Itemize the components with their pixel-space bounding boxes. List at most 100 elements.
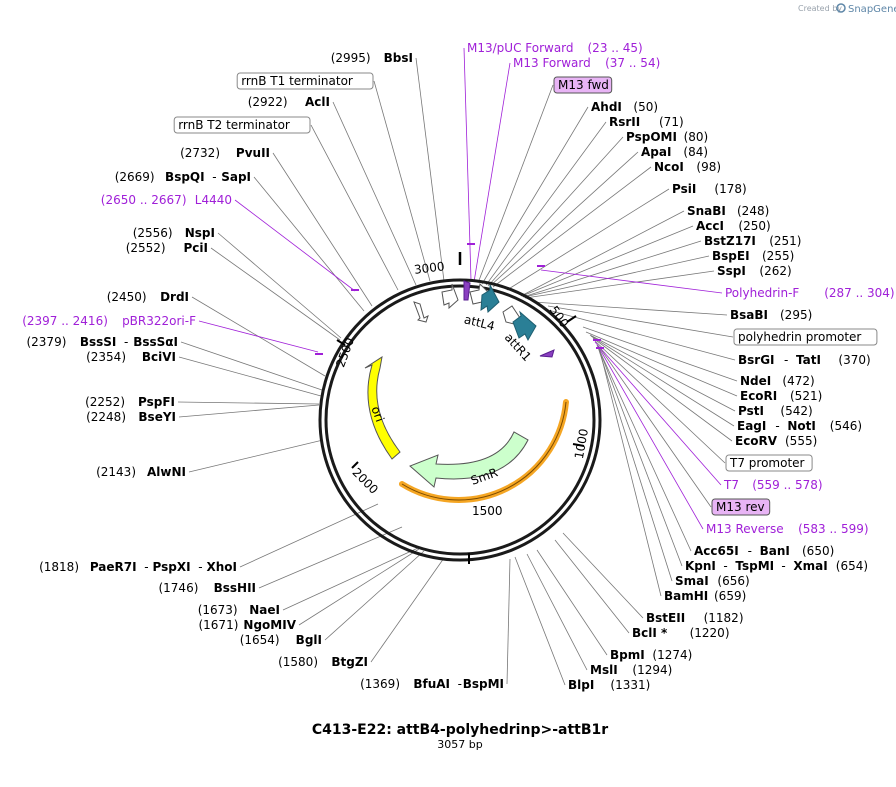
left-label-alwni-name: AlwNI [147, 465, 186, 479]
left-label-bcivi-name: BciVI [142, 350, 176, 364]
right-label-polprom[interactable]: polyhedrin promoter [733, 328, 878, 346]
right-label-ahdi[interactable]: AhdI(50) [591, 100, 658, 114]
right-label-ahdi-name: AhdI [591, 100, 622, 114]
left-label-bcivi[interactable]: BciVI(2354) [86, 350, 176, 364]
right-label-m13f[interactable]: M13 Forward(37 .. 54) [513, 56, 660, 70]
left-label-bbsi[interactable]: BbsI(2995) [331, 51, 413, 65]
right-label-ecori[interactable]: EcoRI(521) [740, 389, 822, 403]
right-label-m13fwd[interactable]: M13 fwd [553, 76, 613, 94]
left-label-paer7i[interactable]: XhoI-PspXI-PaeR7I(1818) [39, 560, 237, 574]
right-label-psii[interactable]: PsiI (178) [672, 182, 747, 196]
left-label-bfuai-name: BfuAI [413, 677, 450, 691]
right-label-snabi[interactable]: SnaBI(248) [687, 204, 769, 218]
leader-bsshii [258, 526, 403, 589]
left-label-btgzi-name: BtgZI [331, 655, 368, 669]
right-label-bspei[interactable]: BspEI(255) [712, 249, 794, 263]
right-label-polhf[interactable]: Polyhedrin-F(287 .. 304) [725, 286, 895, 300]
right-label-bstz17i[interactable]: BstZ17I(251) [704, 234, 801, 248]
leader-bseyi [178, 404, 320, 418]
left-label-l4440[interactable]: L4440(2650 .. 2667) [101, 193, 232, 207]
right-label-t7prom[interactable]: T7 promoter [725, 454, 813, 472]
left-label-acli[interactable]: AclI(2922) [248, 95, 330, 109]
right-label-bsrgi[interactable]: BsrGI-TatI(370) [738, 353, 871, 367]
right-label-ncoi[interactable]: NcoI(98) [654, 160, 721, 174]
right-label-blpi[interactable]: BlpI(1331) [568, 678, 650, 692]
leader-t2term [310, 124, 399, 291]
right-label-psti[interactable]: PstI(542) [738, 404, 813, 418]
leader-m13rev [599, 347, 712, 508]
right-label-m13puc[interactable]: M13/pUC Forward(23 .. 45) [467, 41, 643, 55]
right-label-pspomi[interactable]: PspOMI(80) [626, 130, 708, 144]
right-label-bamhi-pos: (659) [714, 589, 746, 603]
left-label-nspi[interactable]: NspI(2556) [133, 226, 215, 240]
right-label-msli[interactable]: MslI(1294) [590, 663, 672, 677]
left-label-pcii[interactable]: PciI(2552) [126, 241, 208, 255]
right-label-bsabi[interactable]: BsaBI(295) [730, 308, 812, 322]
left-label-btgzi[interactable]: BtgZI(1580) [278, 655, 368, 669]
smr-orf-arc-core [401, 401, 567, 501]
leader-pcii [210, 247, 341, 341]
right-label-m13r[interactable]: M13 Reverse(583 .. 599) [706, 522, 869, 536]
right-label-kpni-name2: TspMI [735, 559, 774, 573]
small-feature-arrow [413, 301, 429, 323]
right-label-kpni[interactable]: KpnI-TspMI-XmaI(654) [685, 559, 868, 573]
right-label-apai[interactable]: ApaI(84) [641, 145, 708, 159]
left-label-drdi[interactable]: DrdI(2450) [107, 290, 189, 304]
right-label-ecorv-name: EcoRV [735, 434, 778, 448]
left-label-ngomiv[interactable]: NgoMIV(1671) [198, 618, 296, 632]
right-label-rsrii[interactable]: RsrII(71) [609, 115, 684, 129]
right-label-kpni-name: KpnI [685, 559, 716, 573]
left-label-pvuii[interactable]: PvuII(2732) [180, 146, 270, 160]
left-label-bgli-name: BglI [296, 633, 322, 647]
right-label-psii-name: PsiI [672, 182, 696, 196]
left-label-bfuai[interactable]: BspMI-BfuAI(1369) [360, 677, 504, 691]
right-label-m13rev[interactable]: M13 rev [711, 498, 771, 516]
left-label-bsshii-pos: (1746) [158, 581, 198, 595]
right-label-bpmi[interactable]: BpmI(1274) [610, 648, 692, 662]
tick-label-3000: 3000 [413, 259, 445, 277]
left-label-naei[interactable]: NaeI(1673) [198, 603, 280, 617]
right-label-ecorv[interactable]: EcoRV(555) [735, 434, 817, 448]
right-label-psti-name: PstI [738, 404, 764, 418]
leader-polhf [540, 269, 723, 294]
right-label-eagi[interactable]: EagI-NotI(546) [737, 419, 862, 433]
left-label-pspfi[interactable]: PspFI(2252) [85, 395, 175, 409]
left-label-bspqi-sep-1: - [212, 170, 216, 184]
leader-bsrgi [547, 309, 736, 361]
right-label-smai[interactable]: SmaI(656) [675, 574, 750, 588]
right-label-smai-name: SmaI [675, 574, 709, 588]
left-label-nspi-name: NspI [185, 226, 215, 240]
left-label-bgli[interactable]: BglI(1654) [240, 633, 322, 647]
left-label-paer7i-name: PaeR7I [90, 560, 137, 574]
leader-acci [521, 225, 694, 297]
left-label-bseyi[interactable]: BseYI(2248) [86, 410, 176, 424]
right-label-ndei[interactable]: NdeI(472) [740, 374, 815, 388]
left-label-bspqi[interactable]: SapI-BspQI(2669) [115, 170, 251, 184]
right-label-psii-pos: (178) [714, 182, 746, 196]
left-label-bsshii-name: BssHII [214, 581, 256, 595]
tick-500 [566, 315, 577, 323]
leader-eagi [590, 335, 735, 427]
left-label-bseyi-name: BseYI [138, 410, 176, 424]
right-label-column: M13/pUC Forward(23 .. 45)M13 Forward(37 … [467, 41, 895, 692]
left-label-alwni[interactable]: AlwNI(2143) [96, 465, 186, 479]
left-label-bsshii[interactable]: BssHII (1746) [158, 581, 256, 595]
right-label-acc65i[interactable]: Acc65I-BanI(650) [694, 544, 834, 558]
left-label-paer7i-sep-2: - [198, 560, 202, 574]
leader-ecori [585, 331, 738, 397]
right-label-bcli[interactable]: BclI *(1220) [632, 626, 730, 640]
leader-bamhi [598, 346, 662, 597]
left-label-pbr322[interactable]: pBR322ori-F(2397 .. 2416) [22, 314, 196, 328]
right-label-sspi[interactable]: SspI(262) [717, 264, 792, 278]
right-label-bamhi[interactable]: BamHI(659) [664, 589, 746, 603]
left-label-t2term[interactable]: rrnB T2 terminator [173, 116, 311, 134]
credit-text: Created by [798, 4, 842, 13]
right-label-bsteii[interactable]: BstEII(1182) [646, 611, 744, 625]
left-label-bsssi[interactable]: BssSαI-BssSI(2379) [26, 335, 178, 349]
right-label-acci[interactable]: AccI(250) [696, 219, 771, 233]
right-label-m13f-pos: (37 .. 54) [605, 56, 660, 70]
left-label-t1term[interactable]: rrnB T1 terminator [236, 72, 374, 90]
right-label-t7[interactable]: T7(559 .. 578) [723, 478, 823, 492]
right-label-sspi-name: SspI [717, 264, 746, 278]
left-label-pspfi-pos: (2252) [85, 395, 125, 409]
